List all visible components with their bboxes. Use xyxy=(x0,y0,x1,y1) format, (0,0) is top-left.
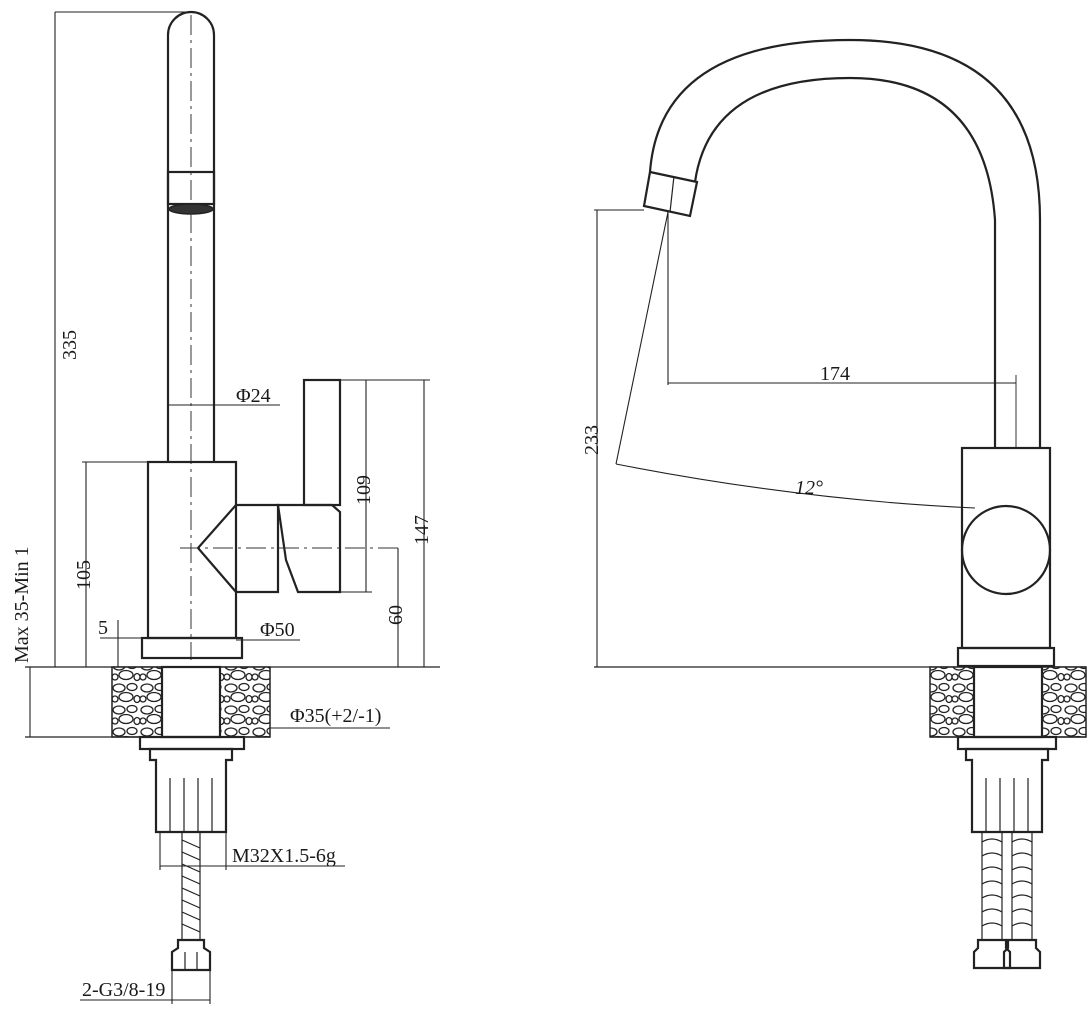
dim-5-label: 5 xyxy=(98,617,108,639)
angle-line xyxy=(615,211,669,465)
shank xyxy=(160,665,222,739)
dia-50-label: Φ50 xyxy=(260,619,295,641)
dim-109-label: 109 xyxy=(353,475,375,505)
angle-arc xyxy=(615,463,976,509)
deck-section-right xyxy=(1041,666,1087,738)
dia-35-label: Φ35(+2/-1) xyxy=(290,705,381,727)
fixing-nut-front xyxy=(964,747,1050,834)
deck-thickness-label: Max 35-Min 1 xyxy=(11,546,33,663)
faucet-body xyxy=(146,460,238,640)
dim-233-label: 233 xyxy=(581,425,603,455)
washer xyxy=(138,735,246,751)
dim-105-label: 105 xyxy=(73,560,95,590)
deck-section-left xyxy=(929,666,975,738)
thread-m32-label: M32X1.5-6g xyxy=(232,845,336,867)
gooseneck-inner xyxy=(693,76,997,448)
dim-147-label: 147 xyxy=(411,515,433,545)
handle-joint xyxy=(196,503,280,594)
dim-174-label: 174 xyxy=(820,363,850,385)
faucet-body-front xyxy=(960,446,1052,650)
spout-tip-line xyxy=(669,175,675,213)
fixing-nut xyxy=(148,747,234,834)
spout-tip xyxy=(642,170,699,218)
deck-section-left xyxy=(111,666,163,738)
dia-24-label: Φ24 xyxy=(236,385,271,407)
shank-front xyxy=(972,665,1044,739)
dim-60-label: 60 xyxy=(385,605,407,625)
side-view: 335 Φ24 109 147 60 105 5 Φ50 Max 35-Min … xyxy=(11,10,440,1004)
base-ring xyxy=(140,636,244,660)
angle-12-label: 12° xyxy=(795,477,823,499)
thread-g38-label: 2-G3/8-19 xyxy=(82,979,165,1001)
deck-section-right xyxy=(219,666,271,738)
height-335-label: 335 xyxy=(59,330,81,360)
base-ring-front xyxy=(956,646,1056,668)
washer-front xyxy=(956,735,1058,751)
front-view: 233 174 12° xyxy=(581,38,1087,970)
handle-round xyxy=(960,504,1052,596)
spout-tube xyxy=(166,10,216,462)
supply-hoses-front xyxy=(972,831,1042,970)
gooseneck-outer xyxy=(648,38,1042,448)
lever-handle xyxy=(302,378,342,507)
supply-hose xyxy=(170,831,212,972)
